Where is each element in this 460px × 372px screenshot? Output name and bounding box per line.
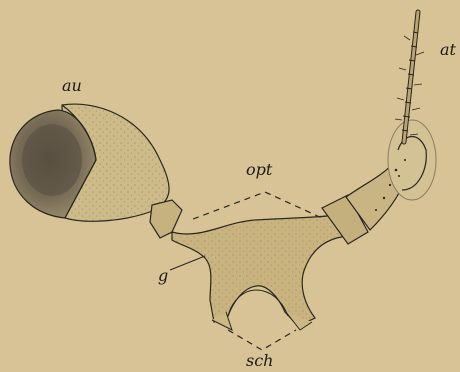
right-antenna-at	[322, 12, 436, 244]
ganglion-body	[172, 214, 348, 330]
label-at: at	[440, 42, 456, 58]
label-opt: opt	[246, 162, 272, 178]
label-sch: sch	[246, 353, 273, 369]
label-au: au	[62, 78, 82, 94]
g-leader-line	[170, 256, 205, 270]
optic-dashed-lines	[193, 192, 322, 219]
left-eye-au	[10, 104, 182, 238]
label-g: g	[158, 268, 168, 284]
schema-dashed-lines	[228, 330, 296, 350]
